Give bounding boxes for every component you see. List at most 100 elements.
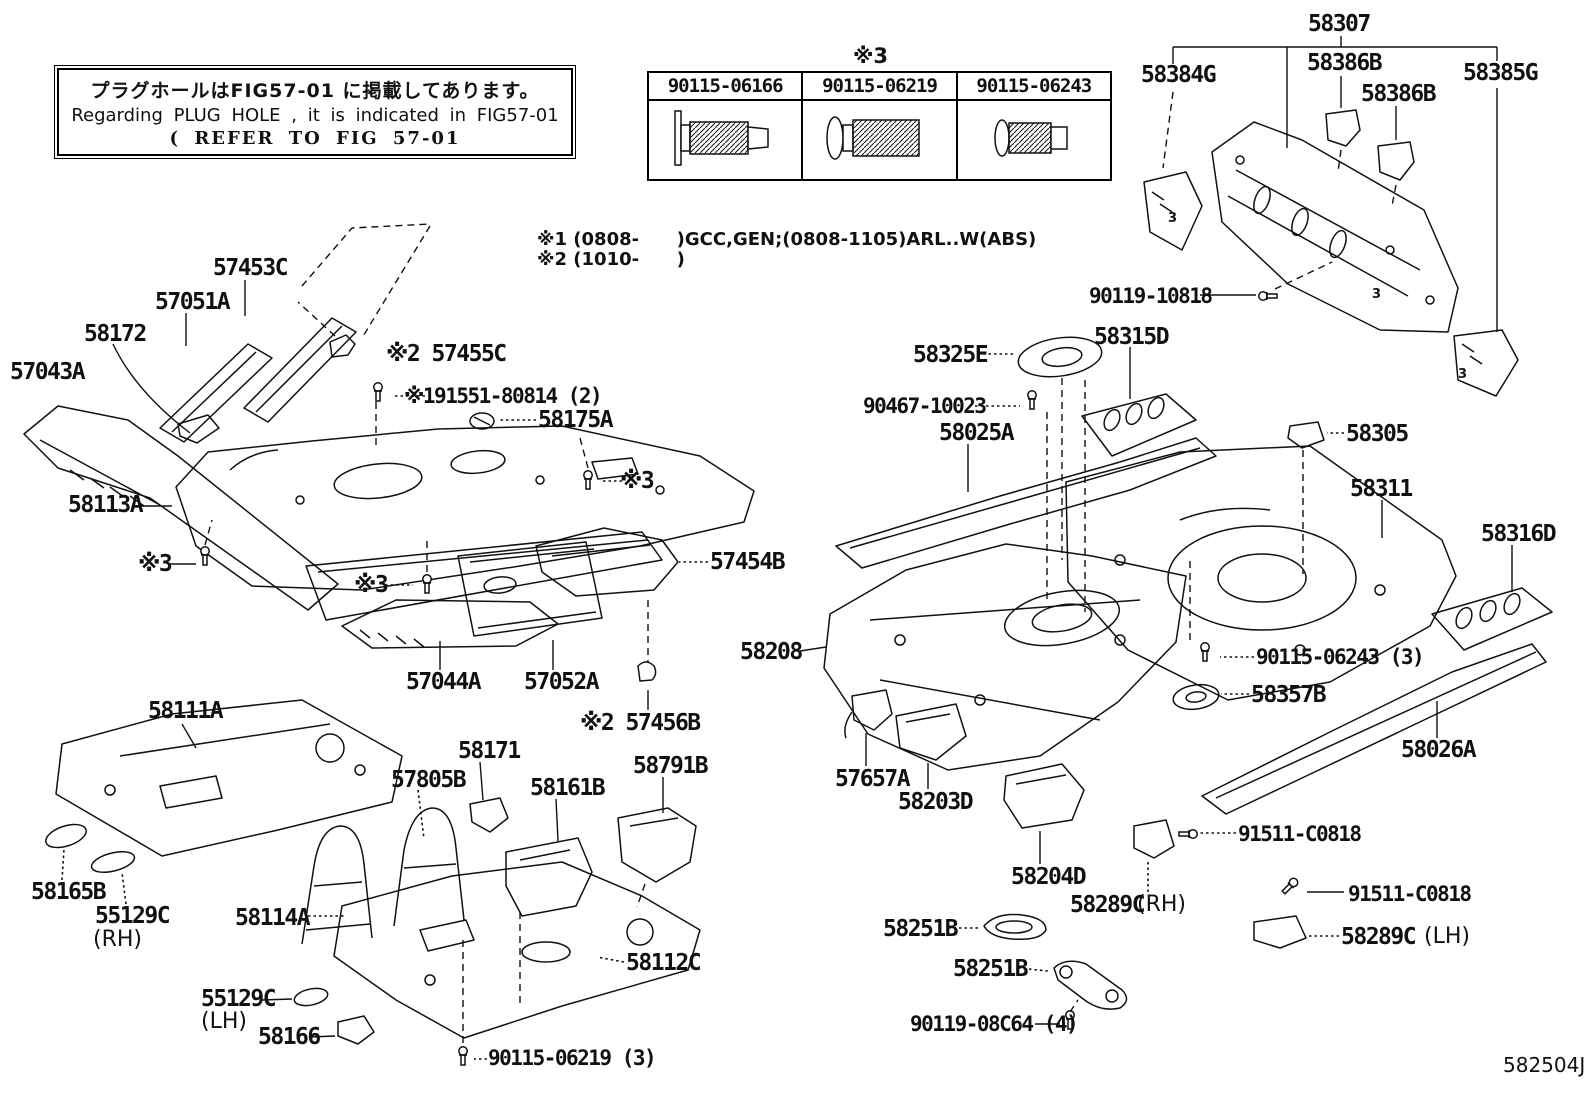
part-sketch-58203d xyxy=(895,703,967,761)
part-sketch-58204d xyxy=(1003,763,1085,829)
part-sketch-58384g xyxy=(1143,171,1203,251)
part-sketch-58025a xyxy=(835,437,1217,569)
part-sketch-58305 xyxy=(1287,421,1325,449)
part-label-90119-08c64: 90119-08C64 (4) xyxy=(910,1012,1079,1036)
part-label-90119-10818: 90119-10818 xyxy=(1089,284,1213,308)
part-label-57043a: 57043A xyxy=(10,359,86,385)
part-label-58171: 58171 xyxy=(458,738,521,764)
part-label-57455c: ※2 57455C xyxy=(386,341,507,367)
part-label-57051a: 57051A xyxy=(155,289,231,315)
part-label-58161b: 58161B xyxy=(530,775,606,801)
note-line-refer: ( REFER TO FIG 57-01 xyxy=(169,127,461,149)
part-label-57454b: 57454B xyxy=(710,549,786,575)
part-sketch-58175a xyxy=(469,412,495,430)
assembly-mark-2: 3 xyxy=(1372,287,1382,302)
diagram-code: 582504J xyxy=(1503,1053,1586,1077)
part-sketch-58166 xyxy=(337,1015,375,1045)
part-sketch-57051a xyxy=(159,343,273,443)
part-label-91511-c0818-2: 91511-C0818 xyxy=(1348,882,1472,906)
part-label-57805b: 57805B xyxy=(391,767,467,793)
part-label-58112c: 58112C xyxy=(626,950,702,976)
part-sketch-57456b xyxy=(637,661,657,682)
part-label-58251b-1: 58251B xyxy=(883,916,959,942)
part-label-58166: 58166 xyxy=(258,1024,321,1050)
part-sketch-58208 xyxy=(823,543,1187,771)
flanged-stud-bolt-icon xyxy=(646,99,804,181)
part-label-58386b-2: 58386B xyxy=(1361,81,1437,107)
part-sketch-57043a xyxy=(23,405,339,611)
part-sketch-58114a xyxy=(301,825,373,945)
part-label-suffix-lh-2: (LH) xyxy=(1424,924,1470,949)
part-label-58315d: 58315D xyxy=(1094,324,1170,350)
part-label-58251b-2: 58251B xyxy=(953,956,1029,982)
part-sketch-58791b xyxy=(617,807,697,883)
part-sketch-57453c xyxy=(243,317,357,423)
part-sketch-58386b-2 xyxy=(1377,141,1415,181)
part-sketch-55129c-lh xyxy=(293,987,329,1007)
part-sketch-57052a xyxy=(457,541,603,637)
part-label-58316d: 58316D xyxy=(1481,521,1557,547)
ref-mark-3a: ※3 xyxy=(620,468,655,494)
part-label-58204d: 58204D xyxy=(1011,864,1087,890)
short-stud-bolt-icon xyxy=(955,99,1113,181)
part-label-58165b: 58165B xyxy=(31,879,107,905)
variant-note-1: ※1 (0808- )GCC,GEN;(0808-1105)ARL..W(ABS… xyxy=(537,229,1037,250)
part-sketch-58112c xyxy=(333,861,701,1039)
part-label-58025a: 58025A xyxy=(939,420,1015,446)
part-sketch-58113a xyxy=(175,425,755,621)
part-sketch-55129c-rh xyxy=(90,851,136,873)
part-sketch-58026a xyxy=(1201,643,1547,815)
part-label-58203d: 58203D xyxy=(898,789,974,815)
part-label-58114a: 58114A xyxy=(235,905,311,931)
bracket-58307 xyxy=(1172,36,1498,332)
part-sketch-58289c-lh xyxy=(1253,915,1307,949)
part-label-90115-06243: 90115-06243 (3) xyxy=(1256,645,1425,669)
fastener-part-number: 90115-06166 xyxy=(646,71,804,101)
part-sketch-57454b xyxy=(535,527,679,597)
part-sketch-58161b xyxy=(505,837,593,917)
fastener-part-number: 90115-06219 xyxy=(801,71,958,101)
part-sketch-58385g xyxy=(1453,329,1519,397)
part-label-58791b: 58791B xyxy=(633,753,709,779)
part-label-58357b: 58357B xyxy=(1251,682,1327,708)
part-label-58172: 58172 xyxy=(84,321,147,347)
part-label-58175a: 58175A xyxy=(538,407,614,433)
part-label-suffix-rh: (RH) xyxy=(93,927,142,952)
part-label-58113a: 58113A xyxy=(68,492,144,518)
ref-mark-3c: ※3 xyxy=(354,572,389,598)
part-label-58307: 58307 xyxy=(1308,11,1371,37)
part-sketch-58171 xyxy=(469,797,509,833)
part-sketch-58315d xyxy=(1081,393,1197,457)
assembly-mark-1: 3 xyxy=(1168,211,1178,226)
part-label-58289c-rh: 58289C xyxy=(1070,892,1146,918)
part-label-57456b: ※2 57456B xyxy=(580,710,701,736)
fastener-table: ※3 90115-06166 90115-06219 90115-06243 xyxy=(646,44,1113,181)
part-label-suffix-rh-2: (RH) xyxy=(1137,892,1186,917)
part-label-57052a: 57052A xyxy=(524,669,600,695)
ref-mark-3b: ※3 xyxy=(138,551,173,577)
washer-stud-bolt-icon xyxy=(801,99,958,181)
leader-lines-dotted xyxy=(61,353,1344,1060)
part-label-57657a: 57657A xyxy=(835,766,911,792)
part-sketch-58251b-1 xyxy=(983,913,1047,941)
part-label-suffix-lh: (LH) xyxy=(201,1009,247,1034)
part-label-58385g: 58385G xyxy=(1463,60,1539,86)
part-sketch-58251b-2 xyxy=(1053,960,1128,1010)
variant-note-2: ※2 (1010- ) xyxy=(537,249,685,270)
part-label-57453c: 57453C xyxy=(213,255,289,281)
part-sketch-58311 xyxy=(1065,445,1457,701)
note-line-japanese: プラグホールはFIG57-01 に掲載してあります。 xyxy=(90,79,540,102)
part-sketch-58289c-rh xyxy=(1133,819,1175,859)
part-sketch-57657a xyxy=(844,689,893,739)
part-sketch-58386b-1 xyxy=(1325,109,1361,147)
part-label-58386b-1: 58386B xyxy=(1307,50,1383,76)
part-sketch-57805b xyxy=(393,807,465,927)
part-label-57044a: 57044A xyxy=(406,669,482,695)
part-sketch-back-panel xyxy=(1211,121,1459,333)
part-sketch-57044a xyxy=(341,599,559,649)
part-sketch-58172 xyxy=(177,414,220,444)
part-sketch-58165b xyxy=(45,823,87,849)
bolt-icons xyxy=(200,291,1301,1066)
